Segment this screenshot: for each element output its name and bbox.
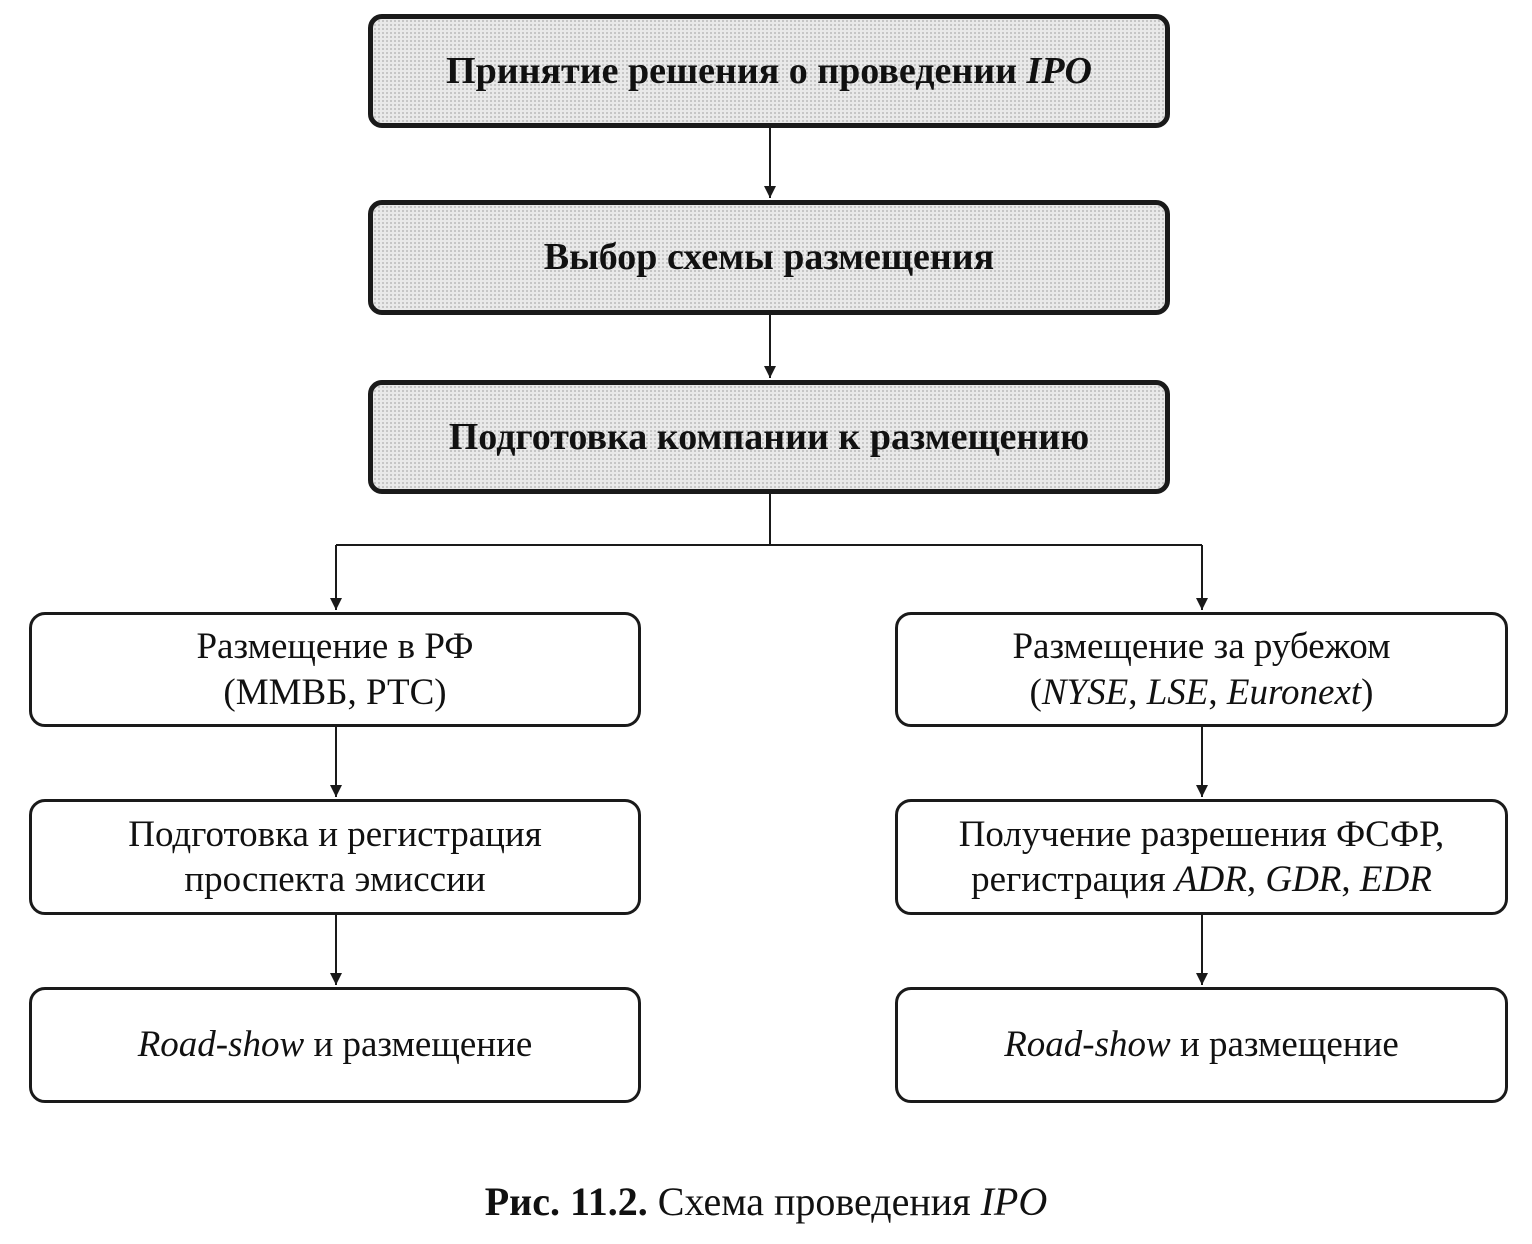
figure-caption-text: Схема проведения	[647, 1179, 981, 1224]
exchange-euronext: Euronext	[1226, 671, 1362, 713]
left-placement-line1: Размещение в РФ	[196, 626, 474, 668]
step-ipo-decision-text: Принятие решения о проведении	[446, 49, 1027, 92]
left-registration-line1: Подготовка и регистрация	[128, 813, 542, 855]
exchange-nyse: NYSE	[1041, 671, 1129, 713]
right-placement-abroad: Размещение за рубежом (NYSE, LSE, Eurone…	[895, 612, 1508, 727]
receipt-adr: ADR	[1174, 859, 1247, 900]
step-ipo-decision-abbr: IPO	[1026, 49, 1092, 92]
right-roadshow-italic: Road-show	[1004, 1024, 1171, 1066]
step-ipo-decision: Принятие решения о проведении IPO	[368, 14, 1170, 128]
right-roadshow: Road-show и размещение	[895, 987, 1508, 1103]
right-fsfr-registration: Получение разрешения ФСФР, регистрация A…	[895, 799, 1508, 915]
left-placement-russia: Размещение в РФ (ММВБ, РТС)	[29, 612, 641, 727]
figure-caption-label: Рис. 11.2.	[484, 1179, 648, 1224]
figure-caption: Рис. 11.2. Схема проведения IPO	[0, 1178, 1532, 1225]
step-company-preparation: Подготовка компании к размещению	[368, 380, 1170, 494]
left-roadshow: Road-show и размещение	[29, 987, 641, 1103]
right-registration-line2: регистрация ADR, GDR, EDR	[971, 859, 1432, 900]
left-registration-line2: проспекта эмиссии	[184, 859, 486, 900]
step-company-preparation-text: Подготовка компании к размещению	[448, 415, 1090, 458]
right-roadshow-rest: и размещение	[1170, 1024, 1399, 1066]
receipt-gdr: GDR	[1265, 859, 1342, 900]
step-placement-scheme-text: Выбор схемы размещения	[543, 236, 995, 279]
left-roadshow-rest: и размещение	[304, 1024, 533, 1066]
left-prospectus-registration: Подготовка и регистрация проспекта эмисс…	[29, 799, 641, 915]
step-placement-scheme: Выбор схемы размещения	[368, 200, 1170, 315]
right-registration-line1: Получение разрешения ФСФР,	[958, 813, 1445, 855]
left-placement-line2: (ММВБ, РТС)	[223, 671, 447, 713]
left-roadshow-italic: Road-show	[137, 1024, 305, 1066]
receipt-edr: EDR	[1359, 859, 1432, 900]
right-placement-line2: (NYSE, LSE, Euronext)	[1029, 671, 1374, 713]
figure-caption-abbr: IPO	[980, 1179, 1048, 1224]
right-placement-line1: Размещение за рубежом	[1012, 626, 1391, 668]
exchange-lse: LSE	[1146, 671, 1209, 713]
